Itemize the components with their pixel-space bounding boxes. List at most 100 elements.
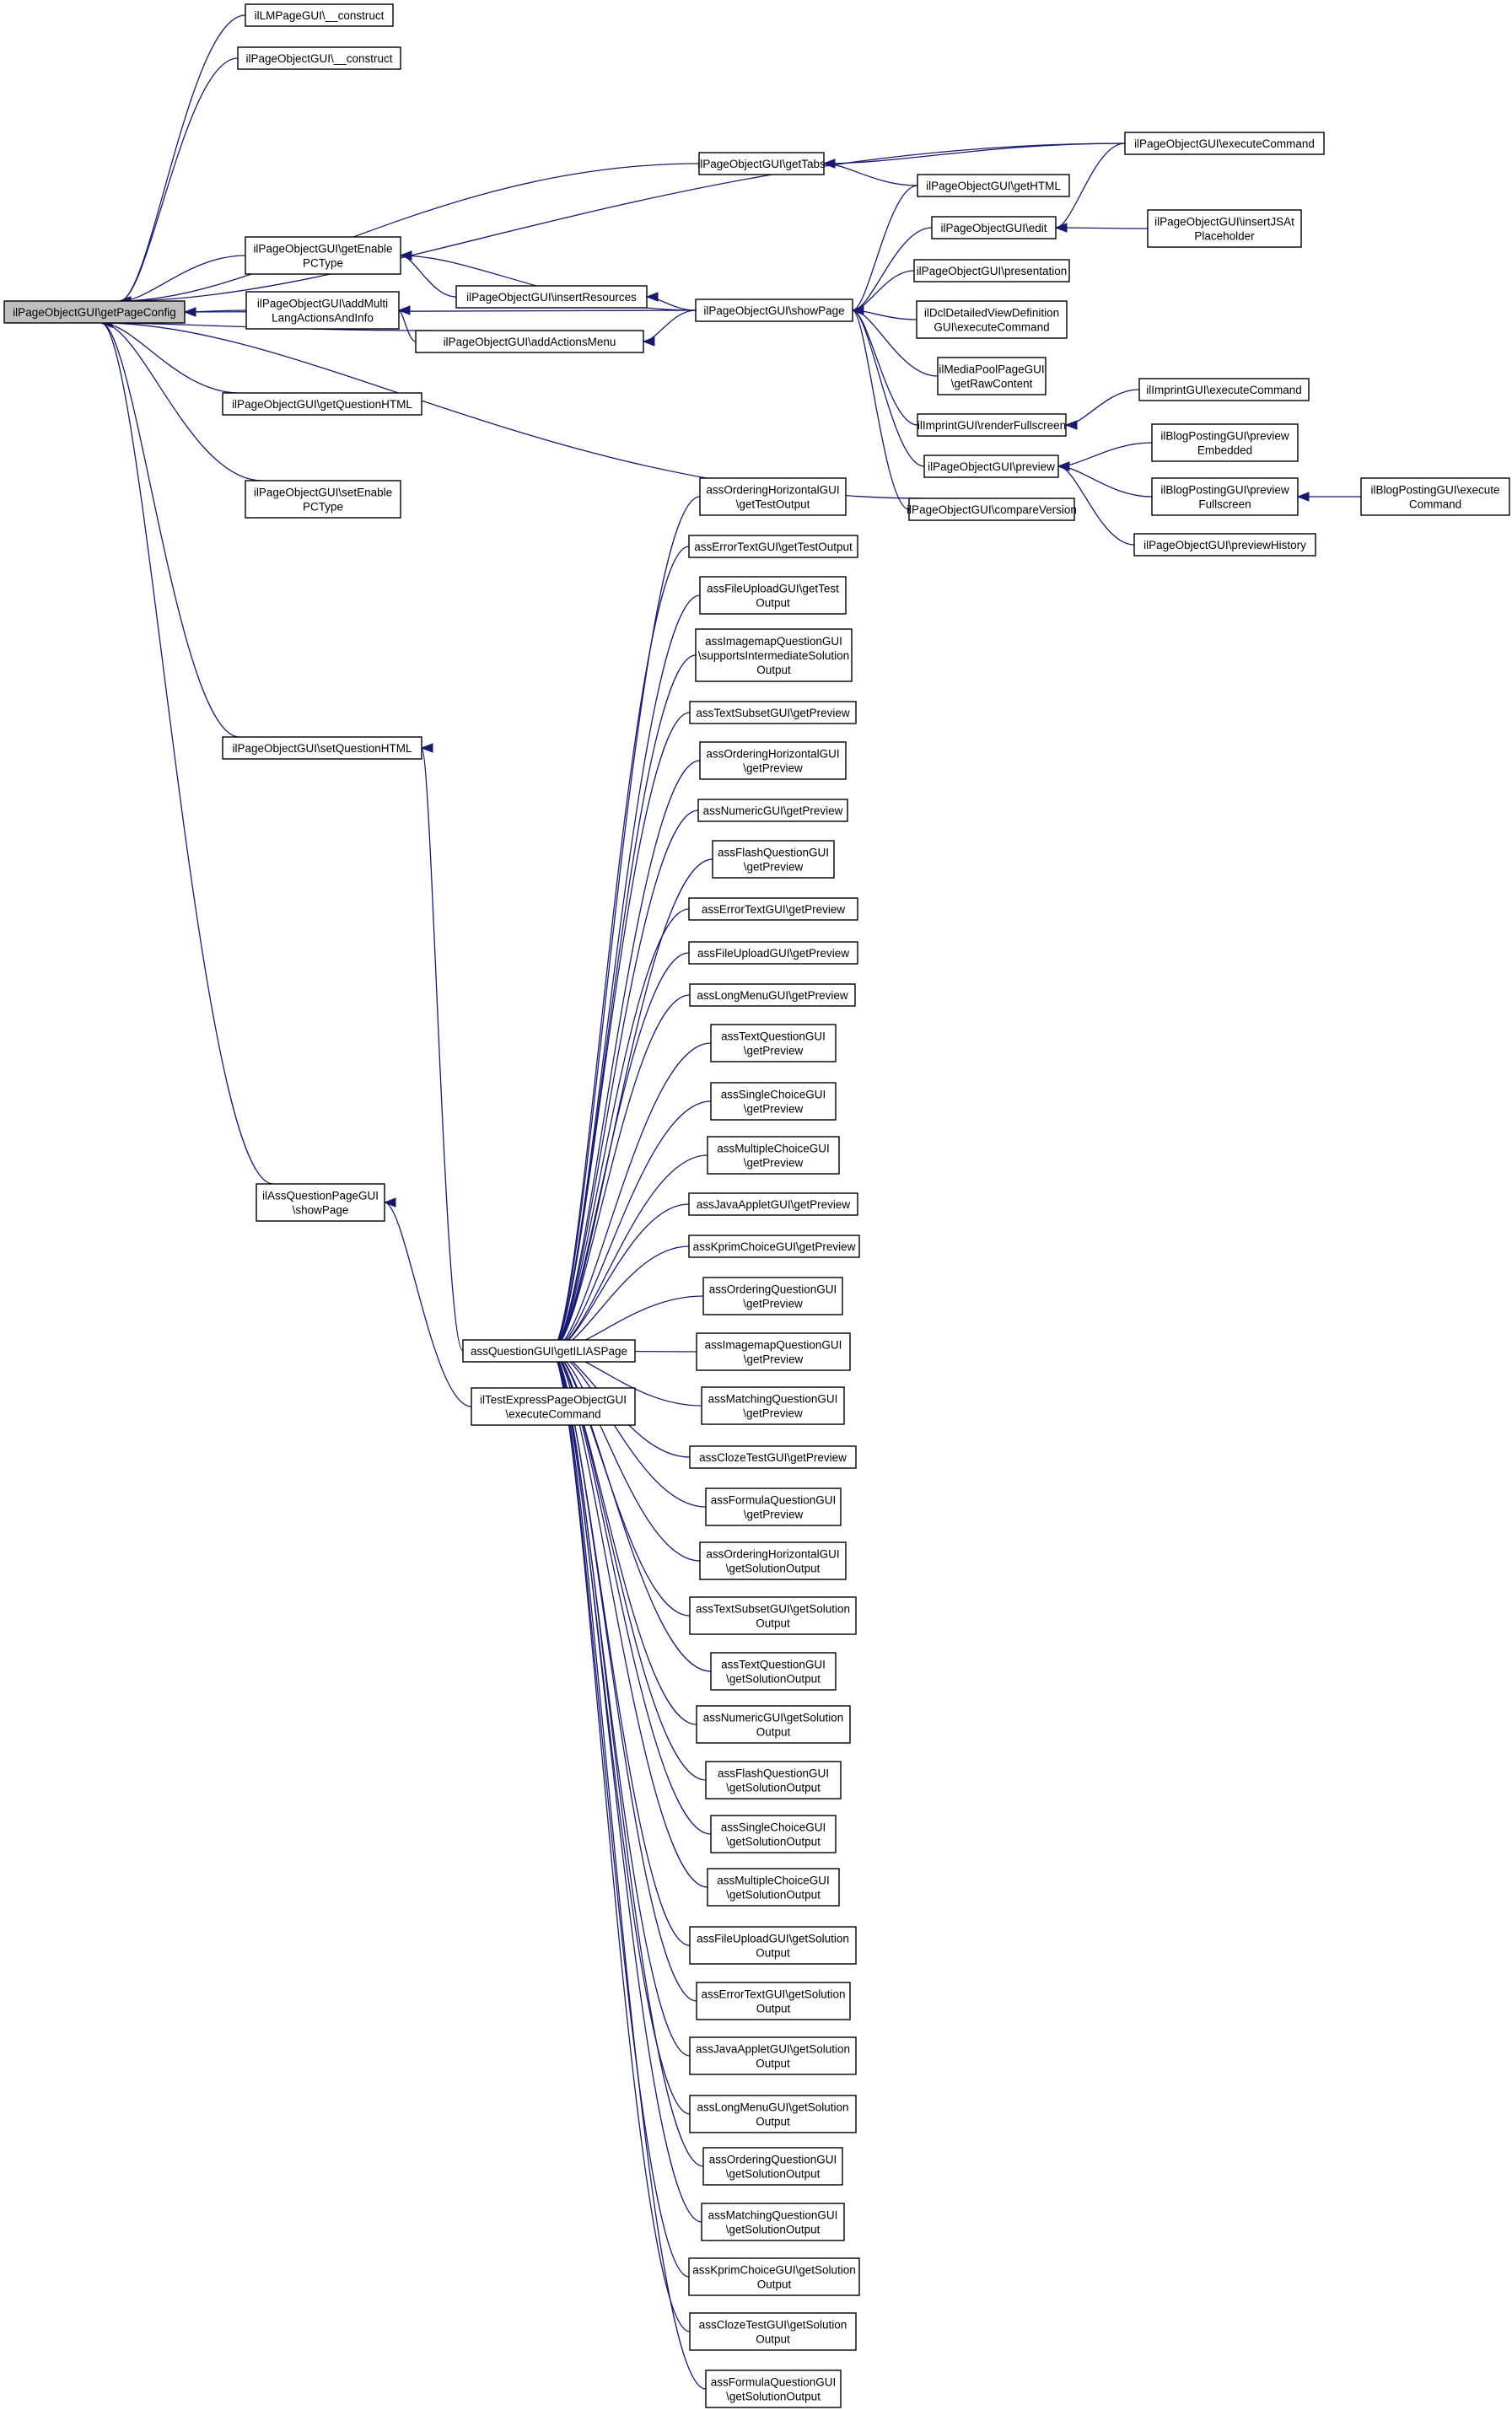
graph-node-ilpageobjectgui-insertresources[interactable]: ilPageObjectGUI\insertResources — [455, 285, 648, 309]
node-box[interactable] — [695, 628, 853, 682]
graph-node-assorderinghorizontalgui-getsolutionoutput[interactable]: assOrderingHorizontalGUI\getSolutionOutp… — [699, 1541, 847, 1580]
node-box[interactable] — [908, 498, 1075, 521]
node-box[interactable] — [701, 2203, 845, 2241]
graph-node-ilpageobjectgui-presentation[interactable]: ilPageObjectGUI\presentation — [913, 259, 1070, 282]
node-box[interactable] — [917, 174, 1070, 197]
node-box[interactable] — [689, 1926, 857, 1965]
node-box[interactable] — [697, 799, 848, 822]
node-box[interactable] — [707, 1136, 840, 1175]
node-box[interactable] — [705, 1761, 842, 1799]
node-box[interactable] — [699, 576, 847, 615]
node-box[interactable] — [689, 2095, 857, 2133]
graph-node-asskprimchoicegui-getpreview[interactable]: assKprimChoiceGUI\getPreview — [688, 1235, 860, 1258]
graph-node-ilpageobjectgui-showpage[interactable]: ilPageObjectGUI\showPage — [695, 299, 853, 322]
graph-node-ilpageobjectgui-getquestionhtml[interactable]: ilPageObjectGUI\getQuestionHTML — [222, 392, 422, 416]
node-box[interactable] — [710, 1815, 837, 1853]
graph-node-assorderinghorizontalgui-gettestoutput[interactable]: assOrderingHorizontalGUI\getTestOutput — [699, 477, 847, 516]
node-box[interactable] — [1124, 132, 1325, 155]
graph-node-ilpageobjectgui-addmultilangactionsandinfo[interactable]: ilPageObjectGUI\addMultiLangActionsAndIn… — [245, 291, 400, 330]
node-box[interactable] — [702, 1277, 843, 1315]
node-box[interactable] — [917, 413, 1067, 437]
graph-node-ilpageobjectgui-previewhistory[interactable]: ilPageObjectGUI\previewHistory — [1133, 533, 1316, 557]
graph-node-assflashquestiongui-getsolutionoutput[interactable]: assFlashQuestionGUI\getSolutionOutput — [705, 1761, 842, 1799]
graph-node-ildcldetailedviewdefinitiongui-executecommand[interactable]: ilDclDetailedViewDefinitionGUI\executeCo… — [916, 300, 1068, 339]
node-box[interactable] — [705, 2370, 842, 2408]
node-box[interactable] — [689, 983, 856, 1007]
node-box[interactable] — [699, 741, 847, 780]
graph-node-ilpageobjectgui-edit[interactable]: ilPageObjectGUI\edit — [931, 216, 1057, 239]
graph-node-asstextquestiongui-getpreview[interactable]: assTextQuestionGUI\getPreview — [710, 1024, 837, 1062]
graph-node-ilpageobjectgui-executecommand[interactable]: ilPageObjectGUI\executeCommand — [1124, 132, 1325, 155]
graph-node-assformulaquestiongui-getpreview[interactable]: assFormulaQuestionGUI\getPreview — [705, 1487, 842, 1526]
graph-node-assmatchingquestiongui-getsolutionoutput[interactable]: assMatchingQuestionGUI\getSolutionOutput — [701, 2203, 845, 2241]
node-box[interactable] — [689, 701, 857, 724]
node-box[interactable] — [705, 1487, 842, 1526]
node-box[interactable] — [696, 1705, 851, 1744]
node-box[interactable] — [701, 1386, 845, 1425]
node-box[interactable] — [937, 357, 1047, 395]
node-box[interactable] — [245, 480, 401, 519]
graph-node-assjavaappletgui-getsolutionoutput[interactable]: assJavaAppletGUI\getSolutionOutput — [689, 2036, 857, 2075]
node-box[interactable] — [699, 1541, 847, 1580]
graph-node-ilpageobjectgui-construct[interactable]: ilPageObjectGUI\__construct — [237, 46, 401, 70]
graph-node-ilmediapoolpagegui-getrawcontent[interactable]: ilMediaPoolPageGUI\getRawContent — [937, 357, 1047, 395]
graph-node-asssinglechoicegui-getpreview[interactable]: assSingleChoiceGUI\getPreview — [710, 1082, 837, 1121]
graph-node-ilpageobjectgui-compareversion[interactable]: ilPageObjectGUI\compareVersion — [907, 498, 1077, 521]
graph-node-illmpagegui-construct[interactable]: ilLMPageGUI\__construct — [245, 3, 394, 27]
node-box[interactable] — [688, 941, 858, 965]
graph-node-assfileuploadgui-getpreview[interactable]: assFileUploadGUI\getPreview — [688, 941, 858, 965]
node-box[interactable] — [710, 1652, 837, 1691]
graph-node-iltestexpresspageobjectgui-executecommand[interactable]: ilTestExpressPageObjectGUI\executeComman… — [471, 1387, 636, 1426]
node-box[interactable] — [696, 1332, 851, 1371]
graph-node-asslongmenugui-getsolutionoutput[interactable]: assLongMenuGUI\getSolutionOutput — [689, 2095, 857, 2133]
node-box[interactable] — [222, 736, 422, 760]
node-box[interactable] — [931, 216, 1057, 239]
graph-node-ilblogpostinggui-executecommand[interactable]: ilBlogPostingGUI\executeCommand — [1360, 477, 1510, 516]
node-box[interactable] — [707, 1868, 840, 1907]
node-box[interactable] — [237, 46, 401, 70]
graph-node-assclozetestgui-getsolutionoutput[interactable]: assClozeTestGUI\getSolutionOutput — [689, 2312, 857, 2351]
node-box[interactable] — [3, 300, 186, 324]
graph-node-ilpageobjectgui-getpageconfig[interactable]: ilPageObjectGUI\getPageConfig — [3, 300, 186, 324]
node-box[interactable] — [688, 897, 858, 921]
graph-node-asskprimchoicegui-getsolutionoutput[interactable]: assKprimChoiceGUI\getSolutionOutput — [688, 2257, 860, 2296]
node-box[interactable] — [471, 1387, 636, 1426]
node-box[interactable] — [245, 3, 394, 27]
graph-node-ilpageobjectgui-gettabs[interactable]: ilPageObjectGUI\getTabs — [697, 152, 826, 175]
node-box[interactable] — [455, 285, 648, 309]
graph-node-asstextquestiongui-getsolutionoutput[interactable]: assTextQuestionGUI\getSolutionOutput — [710, 1652, 837, 1691]
graph-node-assnumericgui-getpreview[interactable]: assNumericGUI\getPreview — [697, 799, 848, 822]
graph-node-assorderingquestiongui-getsolutionoutput[interactable]: assOrderingQuestionGUI\getSolutionOutput — [702, 2147, 843, 2186]
node-box[interactable] — [689, 2036, 857, 2075]
graph-node-assflashquestiongui-getpreview[interactable]: assFlashQuestionGUI\getPreview — [712, 840, 835, 879]
node-box[interactable] — [245, 236, 401, 275]
node-box[interactable] — [1133, 533, 1316, 557]
graph-node-assmultiplechoicegui-getsolutionoutput[interactable]: assMultipleChoiceGUI\getSolutionOutput — [707, 1868, 840, 1907]
graph-node-assorderinghorizontalgui-getpreview[interactable]: assOrderingHorizontalGUI\getPreview — [699, 741, 847, 780]
graph-node-asstextsubsetgui-getpreview[interactable]: assTextSubsetGUI\getPreview — [689, 701, 857, 724]
graph-node-assfileuploadgui-gettestoutput[interactable]: assFileUploadGUI\getTestOutput — [699, 576, 847, 615]
graph-node-asserrortextgui-gettestoutput[interactable]: assErrorTextGUI\getTestOutput — [688, 535, 858, 558]
node-box[interactable] — [699, 477, 847, 516]
graph-node-ilpageobjectgui-gethtml[interactable]: ilPageObjectGUI\getHTML — [917, 174, 1070, 197]
graph-node-ilpageobjectgui-addactionsmenu[interactable]: ilPageObjectGUI\addActionsMenu — [415, 330, 644, 353]
node-box[interactable] — [712, 840, 835, 879]
graph-node-assorderingquestiongui-getpreview[interactable]: assOrderingQuestionGUI\getPreview — [702, 1277, 843, 1315]
node-box[interactable] — [696, 1982, 851, 2020]
node-box[interactable] — [916, 300, 1068, 339]
node-box[interactable] — [689, 1445, 857, 1469]
node-box[interactable] — [1360, 477, 1510, 516]
graph-node-assimagemapquestiongui-supportsintermediatesolutionoutput[interactable]: assImagemapQuestionGUI\supportsIntermedi… — [695, 628, 853, 682]
node-box[interactable] — [1147, 209, 1302, 248]
graph-node-ilimprintgui-executecommand[interactable]: ilImprintGUI\executeCommand — [1138, 378, 1310, 401]
node-box[interactable] — [688, 2257, 860, 2296]
graph-node-ilpageobjectgui-setquestionhtml[interactable]: ilPageObjectGUI\setQuestionHTML — [222, 736, 422, 760]
graph-node-assformulaquestiongui-getsolutionoutput[interactable]: assFormulaQuestionGUI\getSolutionOutput — [705, 2370, 842, 2408]
node-box[interactable] — [1151, 423, 1299, 462]
node-box[interactable] — [923, 455, 1059, 478]
graph-node-asslongmenugui-getpreview[interactable]: assLongMenuGUI\getPreview — [689, 983, 856, 1007]
